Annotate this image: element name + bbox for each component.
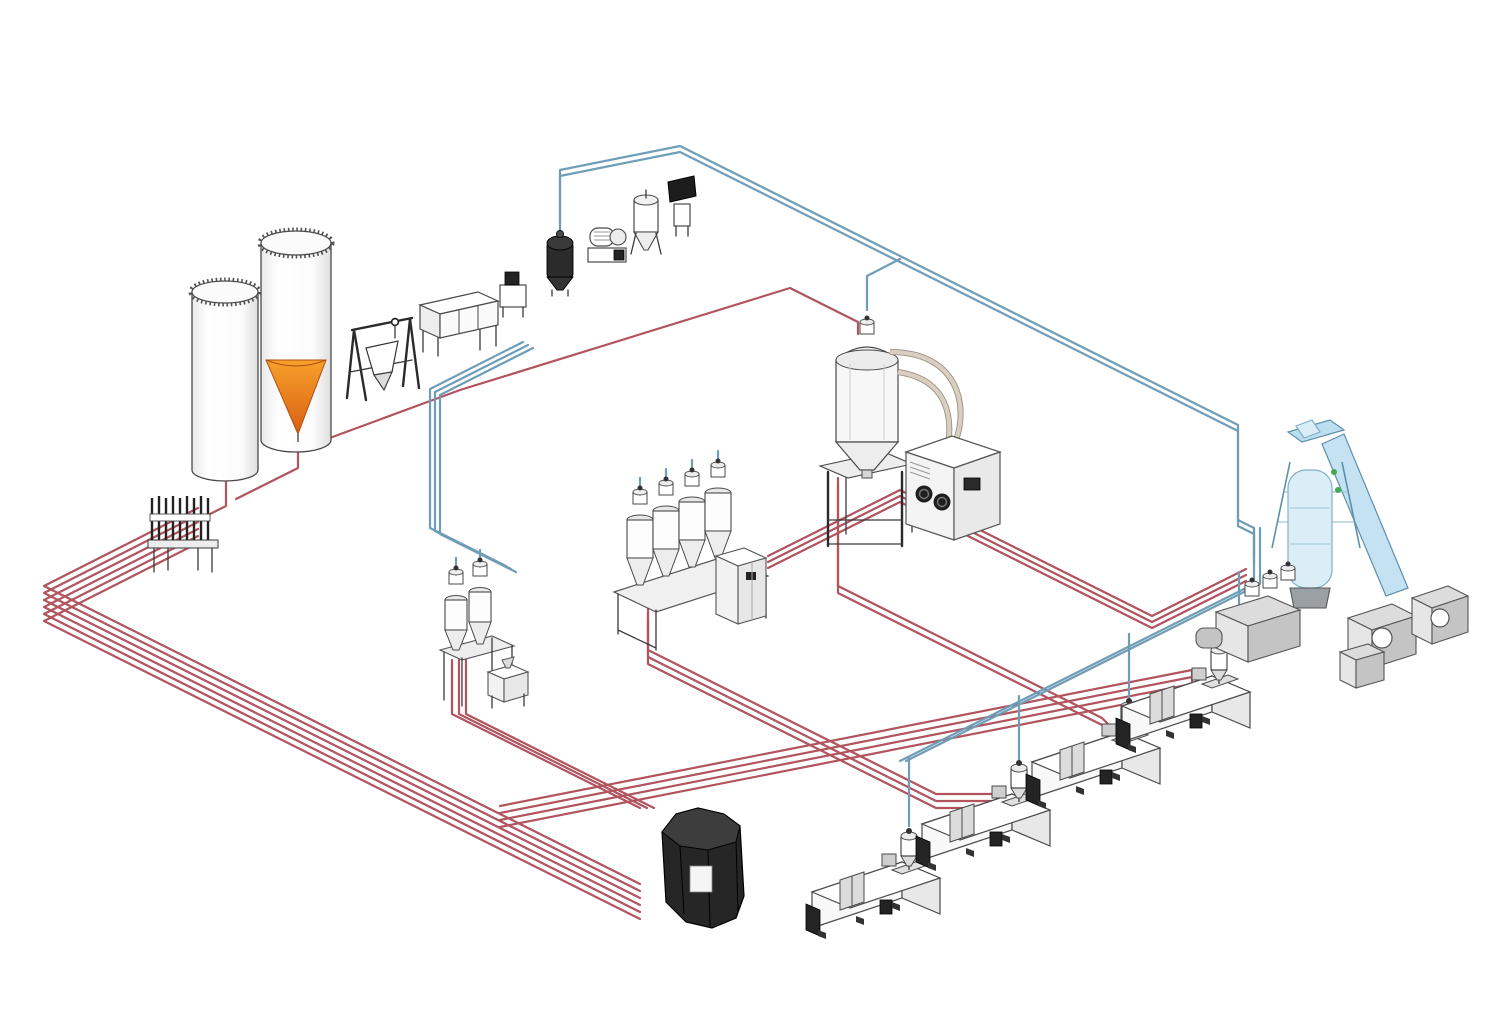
pipe-material-top-run bbox=[306, 286, 860, 448]
pipe-material-trunk-left-1 bbox=[42, 506, 642, 886]
pipe-material-trunk-left-4 bbox=[42, 527, 642, 907]
drying-hopper-bank bbox=[612, 458, 770, 651]
pipe-material-filmline-3 bbox=[766, 500, 1248, 630]
pipe-material-mid-1 bbox=[450, 658, 642, 810]
dryer-vent bbox=[933, 493, 951, 511]
mixing-hopper bbox=[444, 565, 468, 651]
film-loader bbox=[1244, 577, 1260, 597]
injection-molding-machine-4 bbox=[1115, 641, 1251, 754]
status-indicator bbox=[1335, 487, 1341, 493]
cyclone-filter bbox=[630, 189, 662, 255]
pipe-material-trunk-left-2 bbox=[42, 513, 642, 893]
pipe-material-trunk-left-3 bbox=[42, 520, 642, 900]
pipe-material-trunk-left-5 bbox=[42, 534, 642, 914]
storage-silo-2 bbox=[257, 227, 335, 453]
vacuum-pump bbox=[587, 227, 627, 263]
loader-lid bbox=[556, 229, 565, 238]
dosing-unit bbox=[486, 656, 530, 709]
drying-hopper-large bbox=[818, 315, 964, 548]
film-loader bbox=[1262, 569, 1278, 589]
mixing-hopper bbox=[468, 557, 492, 645]
blown-film-line bbox=[1195, 419, 1470, 689]
aux-feeder bbox=[499, 271, 527, 318]
three-bin-station bbox=[418, 291, 500, 357]
pipe-vacuum-machines-trunk-2 bbox=[904, 526, 1262, 763]
control-panel bbox=[667, 175, 697, 237]
container-label bbox=[689, 865, 713, 893]
drying-hopper bbox=[678, 467, 706, 568]
material-cone-cutaway bbox=[265, 359, 327, 436]
mixing-station bbox=[438, 557, 530, 709]
drying-hopper bbox=[626, 485, 654, 586]
pipe-material-filmline-2 bbox=[766, 494, 1248, 624]
hopper-loader-single bbox=[546, 229, 574, 297]
film-extruder bbox=[1195, 595, 1302, 663]
pipe-silo1-feed bbox=[204, 476, 228, 518]
dryer-vent bbox=[915, 485, 933, 503]
bank-control-cabinet bbox=[714, 547, 768, 625]
film-winder bbox=[1410, 585, 1470, 645]
pipe-vacuum-dryer-stub bbox=[865, 257, 902, 312]
status-indicator bbox=[1331, 469, 1337, 475]
octagonal-container bbox=[661, 807, 745, 929]
coupling-station bbox=[147, 496, 219, 573]
panel-screen bbox=[667, 175, 697, 203]
pipe-material-mid-3 bbox=[464, 658, 656, 810]
pipe-vacuum-hopperbanks-3 bbox=[438, 346, 535, 574]
film-die bbox=[1289, 587, 1331, 609]
pipe-material-filmline-1 bbox=[766, 488, 1248, 618]
pipe-material-trunk-left-6 bbox=[42, 541, 642, 921]
pipe-material-machines-run-1 bbox=[498, 668, 1194, 808]
film-chute bbox=[1321, 433, 1409, 597]
desiccant-dryer bbox=[904, 435, 1002, 541]
coupling-pipes bbox=[149, 496, 211, 540]
storage-silo-1 bbox=[188, 277, 262, 482]
drying-hopper bbox=[704, 458, 732, 559]
drying-hopper bbox=[652, 476, 680, 577]
big-bag-unloader bbox=[345, 316, 421, 402]
pipe-material-mid-2 bbox=[457, 658, 649, 810]
